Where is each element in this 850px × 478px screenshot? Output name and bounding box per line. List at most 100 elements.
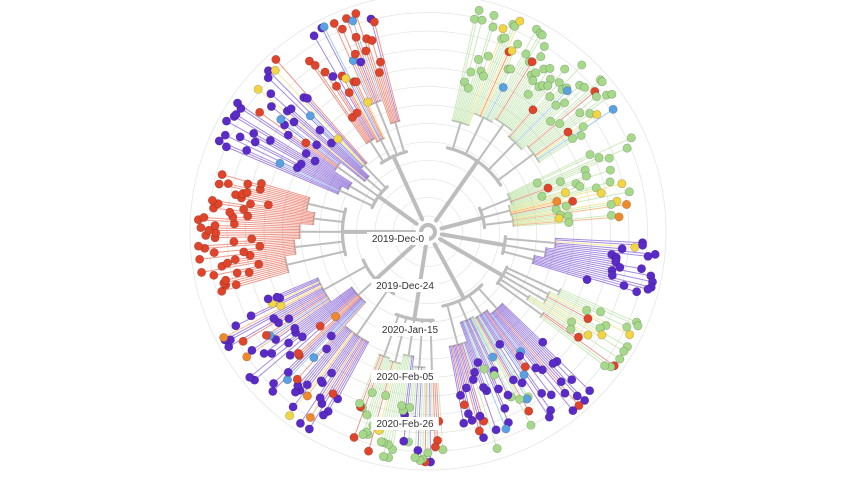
tip-node bbox=[477, 15, 487, 25]
tip-node bbox=[378, 452, 388, 462]
tip-branch bbox=[316, 144, 341, 164]
tip-node bbox=[263, 294, 273, 304]
tip-node bbox=[376, 437, 386, 447]
time-tick-bg bbox=[371, 370, 439, 383]
tip-branch bbox=[547, 294, 607, 326]
tip-node bbox=[304, 56, 314, 66]
tip-node bbox=[500, 33, 510, 43]
subclade-stem bbox=[504, 237, 557, 244]
tip-branch bbox=[514, 87, 568, 143]
tip-node bbox=[597, 77, 607, 87]
tip-branch bbox=[306, 329, 351, 386]
tip-node bbox=[488, 22, 498, 32]
tip-node bbox=[495, 339, 505, 349]
subclade-stem bbox=[505, 266, 561, 293]
tip-branch bbox=[299, 335, 359, 424]
tip-branch bbox=[484, 311, 543, 394]
tip-node bbox=[478, 71, 488, 81]
tip-node bbox=[286, 104, 296, 114]
tip-branch bbox=[353, 355, 384, 438]
tip-node bbox=[326, 138, 336, 148]
tip-branch bbox=[297, 167, 341, 190]
tip-node bbox=[546, 390, 556, 400]
tip-branch bbox=[249, 248, 296, 256]
tip-branch bbox=[513, 218, 560, 224]
tip-node bbox=[591, 92, 601, 102]
tip-node bbox=[619, 281, 629, 291]
tip-branch bbox=[531, 94, 607, 153]
tip-node bbox=[585, 150, 595, 160]
tip-node bbox=[327, 368, 337, 378]
tip-node bbox=[489, 370, 499, 380]
subclade-stem bbox=[365, 177, 384, 194]
subclade-arc bbox=[293, 239, 297, 255]
tip-node bbox=[622, 143, 632, 153]
subclade-arc bbox=[490, 302, 504, 315]
tip-node bbox=[374, 68, 384, 78]
clade-stem bbox=[373, 239, 420, 282]
tree-tips bbox=[193, 5, 660, 467]
tip-node bbox=[637, 264, 647, 274]
tip-node bbox=[217, 170, 227, 180]
tip-branch bbox=[308, 338, 364, 430]
tip-node bbox=[473, 54, 483, 64]
tip-node bbox=[302, 380, 312, 390]
tip-node bbox=[600, 361, 610, 371]
tip-branch bbox=[468, 318, 495, 371]
tip-branch bbox=[246, 150, 340, 193]
tip-node bbox=[643, 284, 653, 294]
tip-branch bbox=[274, 69, 365, 166]
tip-branch bbox=[295, 288, 354, 333]
tip-node bbox=[381, 391, 391, 401]
tip-node bbox=[500, 403, 510, 413]
tip-branch bbox=[275, 59, 368, 164]
tip-node bbox=[596, 188, 606, 198]
tip-branch bbox=[557, 293, 628, 328]
tip-branch bbox=[545, 248, 617, 261]
tip-node bbox=[577, 60, 587, 70]
tip-branch bbox=[486, 87, 504, 120]
tip-node bbox=[266, 102, 276, 112]
tip-node bbox=[630, 242, 640, 252]
tip-branch bbox=[465, 320, 506, 409]
tip-node bbox=[270, 65, 280, 75]
tip-branch bbox=[534, 131, 569, 157]
tip-branch bbox=[371, 40, 397, 123]
tip-node bbox=[231, 110, 241, 120]
tip-node bbox=[309, 353, 319, 363]
tip-node bbox=[597, 330, 607, 340]
tip-branch bbox=[259, 111, 338, 168]
tip-node bbox=[356, 57, 366, 67]
tip-node bbox=[358, 430, 368, 440]
tip-branch bbox=[321, 338, 363, 404]
tip-node bbox=[479, 433, 489, 443]
tip-node bbox=[367, 388, 377, 398]
tip-node bbox=[351, 32, 361, 42]
tip-branch bbox=[273, 290, 325, 319]
tip-branch bbox=[235, 250, 296, 261]
tip-branch bbox=[472, 316, 532, 426]
tip-branch bbox=[288, 134, 337, 169]
tip-branch bbox=[505, 94, 529, 126]
tip-node bbox=[296, 159, 306, 169]
tip-node bbox=[517, 378, 527, 388]
subclade-stem bbox=[338, 189, 374, 208]
tip-node bbox=[607, 270, 617, 280]
tip-node bbox=[515, 351, 525, 361]
tip-node bbox=[295, 418, 305, 428]
tip-node bbox=[284, 338, 294, 348]
tip-branch bbox=[293, 121, 366, 181]
tip-branch bbox=[499, 305, 573, 381]
tip-node bbox=[337, 24, 347, 34]
tip-node bbox=[272, 292, 282, 302]
tip-branch bbox=[534, 255, 653, 283]
tip-node bbox=[544, 412, 554, 422]
tip-branch bbox=[529, 295, 572, 323]
tip-branch bbox=[236, 269, 289, 286]
tip-node bbox=[349, 432, 359, 442]
tip-branch bbox=[319, 129, 370, 177]
tip-node bbox=[505, 64, 515, 74]
tip-node bbox=[572, 391, 582, 401]
tip-node bbox=[459, 400, 469, 410]
subclade-stem bbox=[446, 303, 459, 346]
